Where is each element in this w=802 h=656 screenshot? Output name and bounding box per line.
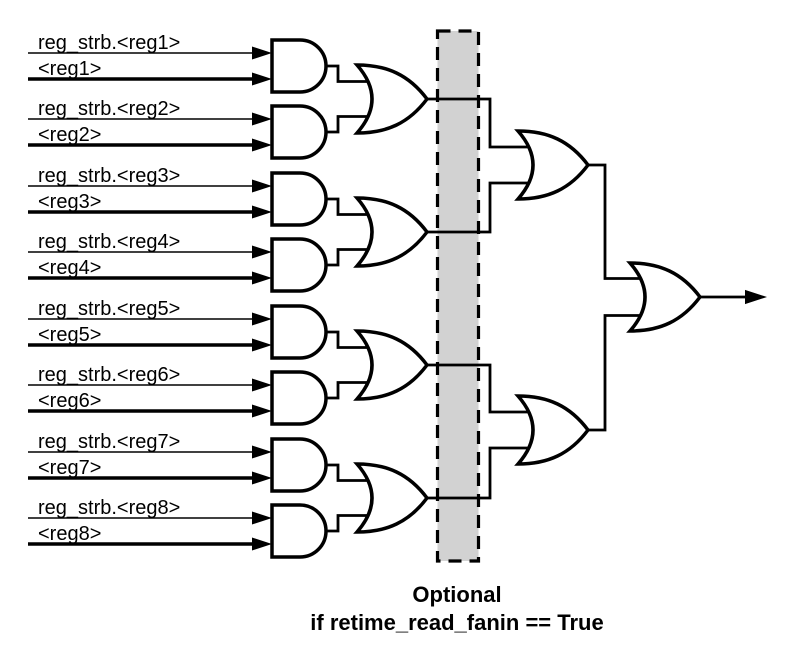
arrowhead-icon: [252, 537, 272, 551]
arrowhead-icon: [252, 179, 272, 193]
input-label-value-7: <reg7>: [38, 457, 101, 479]
connector: [427, 363, 532, 414]
or-gate-stage1-2: [355, 196, 429, 268]
arrowhead-icon: [252, 511, 272, 525]
or-gate-stage2-2: [516, 394, 590, 466]
and-gates: [270, 38, 328, 559]
or-gate-stage2-1: [516, 129, 590, 201]
arrowhead-icon: [252, 404, 272, 418]
arrowhead-icon: [252, 378, 272, 392]
stage2-or-gates: [516, 129, 590, 466]
input-label-strobe-8: reg_strb.<reg8>: [38, 497, 180, 519]
arrowhead-icon: [252, 205, 272, 219]
input-label-value-8: <reg8>: [38, 523, 101, 545]
or-gate-stage1-4: [355, 462, 429, 534]
and-gate-5: [270, 304, 328, 360]
and-gate-6: [270, 370, 328, 426]
output-arrowhead-icon: [745, 289, 767, 305]
input-label-strobe-4: reg_strb.<reg4>: [38, 231, 180, 253]
or-gate-stage1-1: [355, 63, 429, 135]
and-gate-2: [270, 104, 328, 160]
arrowhead-icon: [252, 245, 272, 259]
arrowhead-icon: [252, 338, 272, 352]
arrowhead-icon: [252, 445, 272, 459]
stage2-to-final-connectors: [588, 163, 644, 432]
arrowhead-icon: [252, 46, 272, 60]
connector: [326, 197, 371, 216]
or-gate-stage1-3: [355, 329, 429, 401]
input-arrowheads: [252, 46, 272, 551]
connector: [326, 64, 371, 83]
input-label-strobe-1: reg_strb.<reg1>: [38, 32, 180, 54]
optional-region-box: [435, 29, 481, 563]
connector: [588, 314, 644, 432]
connector: [588, 163, 644, 280]
input-label-value-1: <reg1>: [38, 58, 101, 80]
input-label-strobe-6: reg_strb.<reg6>: [38, 364, 180, 386]
connector: [326, 514, 371, 533]
connector: [326, 330, 371, 349]
and-gate-8: [270, 503, 328, 559]
input-label-strobe-7: reg_strb.<reg7>: [38, 431, 180, 453]
connector: [326, 248, 371, 267]
arrowhead-icon: [252, 471, 272, 485]
input-label-value-6: <reg6>: [38, 390, 101, 412]
input-label-value-2: <reg2>: [38, 124, 101, 146]
connector: [326, 463, 371, 482]
or-to-or-connectors: [427, 97, 532, 500]
and-gate-4: [270, 237, 328, 293]
input-wires: [28, 52, 252, 546]
arrowhead-icon: [252, 138, 272, 152]
and-gate-1: [270, 38, 328, 94]
input-label-strobe-3: reg_strb.<reg3>: [38, 165, 180, 187]
and-gate-7: [270, 437, 328, 493]
input-label-strobe-2: reg_strb.<reg2>: [38, 98, 180, 120]
connector: [427, 97, 532, 149]
connector: [326, 115, 371, 134]
arrowhead-icon: [252, 112, 272, 126]
and-gate-3: [270, 171, 328, 227]
caption-line2: if retime_read_fanin == True: [310, 610, 603, 635]
input-label-value-4: <reg4>: [38, 257, 101, 279]
input-label-value-5: <reg5>: [38, 324, 101, 346]
input-label-value-3: <reg3>: [38, 191, 101, 213]
arrowhead-icon: [252, 312, 272, 326]
connector: [326, 381, 371, 400]
caption-line1: Optional: [412, 582, 501, 607]
input-label-strobe-5: reg_strb.<reg5>: [38, 298, 180, 320]
connector: [427, 446, 532, 500]
arrowhead-icon: [252, 72, 272, 86]
stage1-or-gates: [355, 63, 429, 534]
and-to-or-connectors: [326, 64, 371, 533]
or-gate-final: [628, 261, 702, 333]
arrowhead-icon: [252, 271, 272, 285]
connector: [427, 181, 532, 234]
caption: Optional if retime_read_fanin == True: [310, 582, 603, 635]
input-labels: reg_strb.<reg1> <reg1> reg_strb.<reg2> <…: [38, 32, 180, 545]
